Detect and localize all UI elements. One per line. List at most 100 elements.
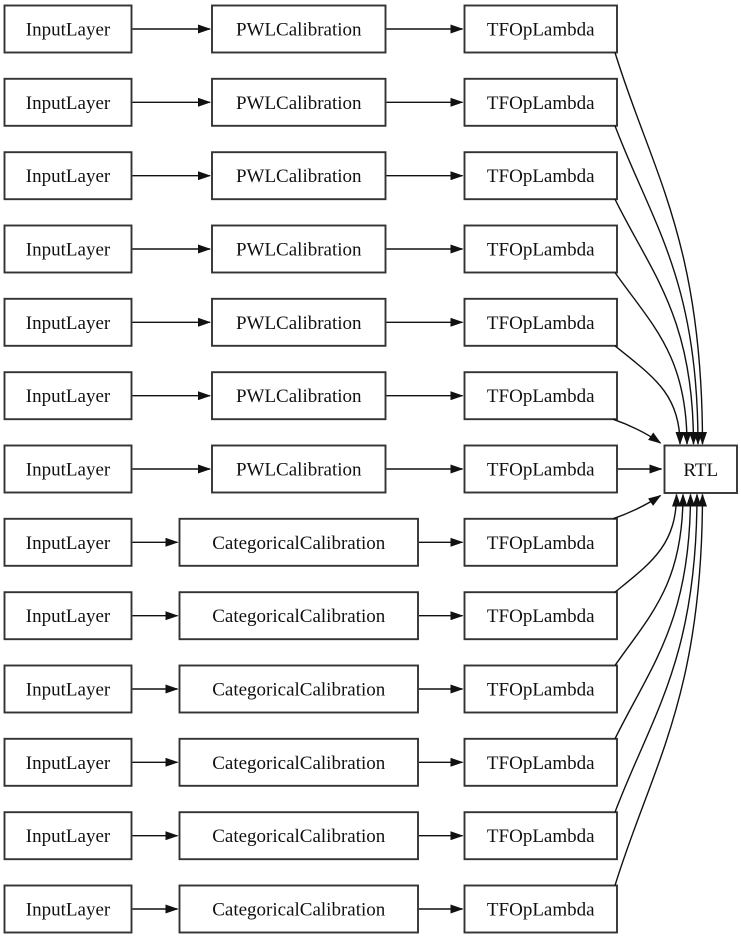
input-layer-node-label: InputLayer [26,313,111,334]
calibration-node-label: CategoricalCalibration [212,826,386,847]
tfoplambda-node-label: TFOpLambda [487,900,595,921]
tfoplambda-node-label: TFOpLambda [487,313,595,334]
input-layer-node-label: InputLayer [26,386,111,407]
calibration-node [178,737,419,787]
input-layer-node-label: InputLayer [26,900,111,921]
calibration-node [178,664,419,714]
tfoplambda-node-label: TFOpLambda [487,166,595,187]
calibration-node [211,371,387,421]
calibration-node-label: CategoricalCalibration [212,606,386,627]
input-layer-node-label: InputLayer [26,680,111,701]
diagram-row: InputLayer PWLCalibration TFOpLambda [3,444,663,494]
tfoplambda-node-label: TFOpLambda [487,753,595,774]
tfoplambda-node-label: TFOpLambda [487,680,595,701]
calibration-node [178,517,419,567]
calibration-node [178,811,419,861]
output-group: RTL [663,444,738,494]
tfoplambda-node-label: TFOpLambda [487,606,595,627]
tfoplambda-node-label: TFOpLambda [487,826,595,847]
tfoplambda-node [463,371,618,421]
input-layer-node-label: InputLayer [26,240,111,261]
edge-lambda-to-rtl [614,493,695,740]
tfoplambda-node-label: TFOpLambda [487,386,595,407]
edge-lambda-to-rtl [614,493,702,813]
tfoplambda-node [463,4,618,54]
tfoplambda-node-label: TFOpLambda [487,20,595,41]
tfoplambda-node-label: TFOpLambda [487,460,595,481]
tfoplambda-node-label: TFOpLambda [487,240,595,261]
input-layer-node [3,77,133,127]
calibration-node-label: PWLCalibration [236,240,362,261]
input-layer-node [3,224,133,274]
edge-lambda-to-rtl [614,493,707,886]
input-layer-node [3,884,133,934]
calibration-node-label: CategoricalCalibration [212,680,386,701]
calibration-node-label: PWLCalibration [236,20,362,41]
edge-lambda-to-rtl [614,345,685,445]
diagram-row: InputLayer PWLCalibration TFOpLambda [3,371,662,444]
diagram-row: InputLayer CategoricalCalibration TFOpLamb… [3,494,662,567]
calibration-node [211,77,387,127]
tfoplambda-node [463,884,618,934]
calibration-node [178,884,419,934]
calibration-node-label: CategoricalCalibration [212,753,386,774]
calibration-node [211,444,387,494]
input-layer-node-label: InputLayer [26,533,111,554]
tfoplambda-node [463,224,618,274]
input-layer-node-label: InputLayer [26,606,111,627]
input-layer-node [3,737,133,787]
input-layer-node [3,371,133,421]
input-layer-node [3,297,133,347]
tfoplambda-node-label: TFOpLambda [487,533,595,554]
input-layer-node-label: InputLayer [26,20,111,41]
calibration-node-label: CategoricalCalibration [212,900,386,921]
input-layer-node-label: InputLayer [26,826,111,847]
calibration-node-label: PWLCalibration [236,93,362,114]
calibration-node [178,591,419,641]
calibration-node-label: PWLCalibration [236,166,362,187]
input-layer-node [3,4,133,54]
edge-lambda-to-rtl [614,198,698,445]
edge-lambda-to-rtl [614,125,703,445]
tfoplambda-node [463,811,618,861]
input-layer-node-label: InputLayer [26,93,111,114]
calibration-node-label: PWLCalibration [236,313,362,334]
rtl-node-label: RTL [683,460,718,481]
input-layer-node [3,664,133,714]
input-layer-node [3,591,133,641]
tfoplambda-node [463,737,618,787]
tfoplambda-node [463,591,618,641]
edge-lambda-to-rtl [612,494,662,520]
input-layer-node [3,151,133,201]
input-layer-node-label: InputLayer [26,753,111,774]
calibration-node-label: PWLCalibration [236,386,362,407]
tfoplambda-node [463,151,618,201]
calibration-node [211,224,387,274]
tfoplambda-node [463,517,618,567]
input-layer-node-label: InputLayer [26,166,111,187]
calibration-node-label: CategoricalCalibration [212,533,386,554]
calibration-node-label: PWLCalibration [236,460,362,481]
calibration-node [211,151,387,201]
input-layer-node-label: InputLayer [26,460,111,481]
tfoplambda-node-label: TFOpLambda [487,93,595,114]
input-layer-node [3,811,133,861]
tfoplambda-node [463,77,618,127]
tfoplambda-node [463,297,618,347]
calibration-node [211,4,387,54]
tfoplambda-node [463,664,618,714]
edge-lambda-to-rtl [614,493,688,666]
input-layer-node [3,517,133,567]
edge-lambda-to-rtl [612,418,662,444]
